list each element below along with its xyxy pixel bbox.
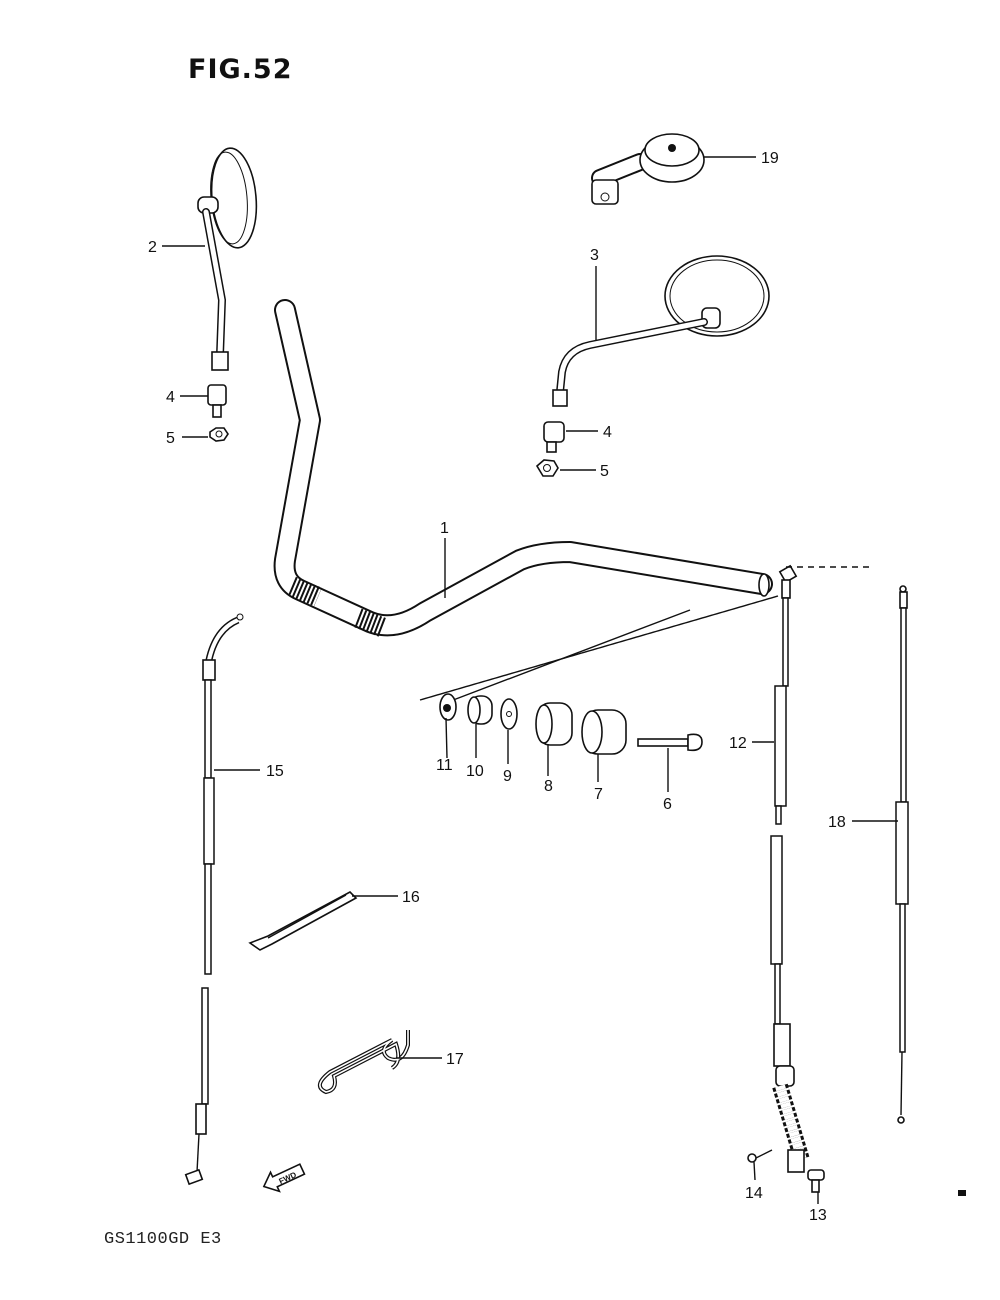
callout-14: 14 [745,1185,763,1202]
leader-lines [162,156,898,1204]
callout-4-left: 4 [166,389,175,406]
callout-5-left: 5 [166,430,175,447]
callout-18: 18 [828,814,846,831]
knurled-section-left [288,576,322,607]
throttle-cable [184,613,244,1186]
fwd-arrow: FWD [262,1163,306,1193]
callout-11: 11 [436,757,453,774]
callout-1: 1 [440,520,449,537]
callout-2: 2 [148,239,157,256]
handlebar [273,299,773,638]
part-9-washer [500,698,518,730]
part-14-pin [747,1149,773,1163]
part-13-bolt [807,1169,825,1193]
balancer-parts [419,595,779,755]
callout-5-right: 5 [600,463,609,480]
callout-6: 6 [663,796,672,813]
cable-strap [248,891,358,951]
cable-18 [895,585,909,1124]
callout-16: 16 [402,889,420,906]
callout-4-right: 4 [603,424,612,441]
callout-7: 7 [594,786,603,803]
callout-15: 15 [266,763,284,780]
clutch-cable [770,564,810,1173]
part-7-weight [581,709,627,755]
knurled-section-right [354,608,388,638]
model-code: GS1100GD E3 [104,1230,222,1249]
left-mirror [197,147,258,371]
callout-12: 12 [729,735,747,752]
callout-8: 8 [544,778,553,795]
part-10-collar [467,695,493,725]
callout-9: 9 [503,768,512,785]
gauge-assembly [591,133,705,205]
part-11-nut [439,693,457,721]
part-6-screw [637,733,703,752]
part-8-rubber [535,702,573,746]
callout-labels: 1 2 3 4 5 4 5 6 7 8 9 10 11 12 13 14 15 … [148,150,846,1224]
callout-13: 13 [809,1207,827,1224]
figure-title: FIG.52 [188,54,293,85]
callout-17: 17 [446,1051,464,1068]
callout-3: 3 [590,247,599,264]
nut-right [535,459,559,477]
spring-clip [318,1030,410,1095]
callout-10: 10 [466,763,484,780]
right-mirror [552,255,770,407]
scan-mark [958,1190,966,1196]
adapter-right [543,421,565,453]
callout-19: 19 [761,150,779,167]
adapter-left [207,384,227,418]
nut-left [209,427,229,442]
